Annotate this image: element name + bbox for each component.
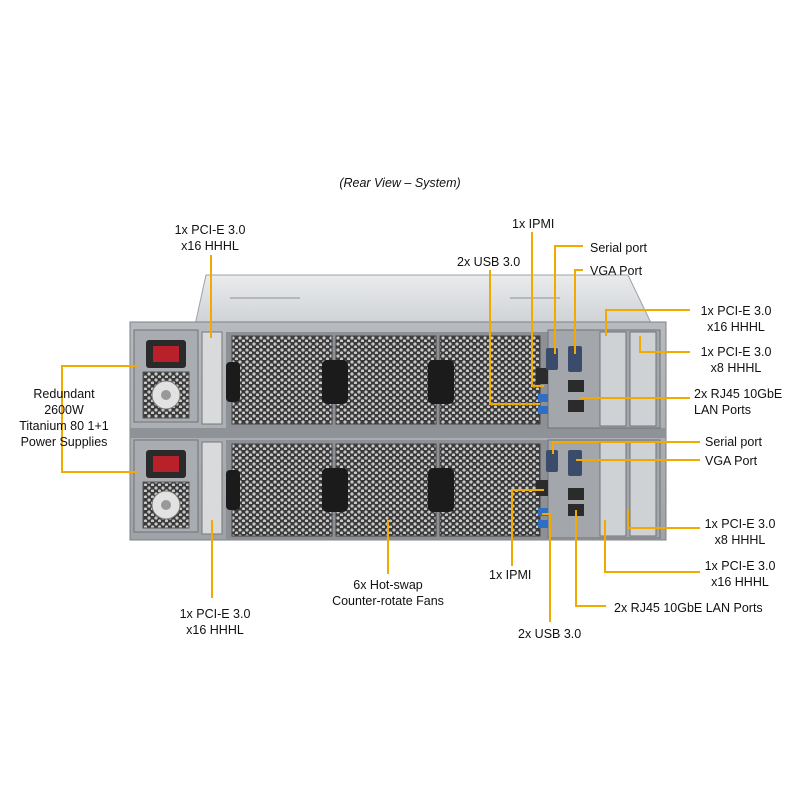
label-pcie-x8-right-top: 1x PCI-E 3.0 x8 HHHL [686,344,786,376]
label-usb-bottom: 2x USB 3.0 [518,627,582,641]
label-pcie-bottom-left: 1x PCI-E 3.0 x16 HHHL [160,606,270,638]
label-ipmi-bottom: 1x IPMI [489,568,532,582]
pcie-slot-left-top [201,331,223,425]
fan-bay-top [226,332,548,428]
label-line: x16 HHHL [186,623,244,637]
callout-pcie-x8-right-top [639,336,690,353]
label-serial-bottom: Serial port [705,435,762,449]
label-lan-bottom: 2x RJ45 10GbE LAN Ports [614,601,763,615]
label-fans: 6x Hot-swap Counter-rotate Fans [318,577,458,609]
callout-serial-top [554,245,583,354]
label-vga-bottom: VGA Port [705,454,758,468]
label-pcie-x16-right-top: 1x PCI-E 3.0 x16 HHHL [686,303,786,335]
diagram-caption: (Rear View – System) [339,176,461,190]
label-lan-top: 2x RJ45 10GbE LAN Ports [694,386,782,418]
io-panel-bottom [536,439,661,539]
label-line: x16 HHHL [707,320,765,334]
callout-pcie-x16-right-top [605,309,690,336]
callout-pcie-x8-right-bottom [627,510,700,529]
power-supply-top [133,329,199,423]
label-line: 1x PCI-E 3.0 [704,559,776,573]
io-panel-top [536,329,661,429]
label-line: 1x PCI-E 3.0 [174,223,246,237]
callout-ipmi-top [531,232,544,387]
label-serial-top: Serial port [590,241,647,255]
power-supply-bottom [133,439,199,533]
label-line: x16 HHHL [181,239,239,253]
label-line: 1x PCI-E 3.0 [700,304,772,318]
label-pcie-x8-right-bottom: 1x PCI-E 3.0 x8 HHHL [690,516,790,548]
label-line: LAN Ports [694,403,751,417]
label-line: Titanium 80 1+1 [19,419,109,433]
callout-pcie-x16-right-bottom [604,520,700,573]
callout-lan-bottom [575,510,606,607]
label-line: 1x PCI-E 3.0 [179,607,251,621]
label-vga-top: VGA Port [590,264,643,278]
label-usb-top: 2x USB 3.0 [457,255,521,269]
label-line: 1x PCI-E 3.0 [704,517,776,531]
label-line: x8 HHHL [710,361,762,375]
callout-psu [61,365,138,473]
label-line: 2x RJ45 10GbE [694,387,783,401]
label-pcie-x16-right-bottom: 1x PCI-E 3.0 x16 HHHL [690,558,790,590]
label-line: Redundant [33,387,95,401]
label-line: Power Supplies [20,435,108,449]
label-line: 2600W [44,403,84,417]
callout-serial-bottom [552,441,700,454]
label-line: x16 HHHL [711,575,769,589]
callout-vga-top [574,269,583,354]
label-pcie-top-left: 1x PCI-E 3.0 x16 HHHL [160,222,260,254]
callout-ipmi-bottom [511,489,544,566]
label-line: 1x PCI-E 3.0 [700,345,772,359]
callout-lines [61,232,700,622]
label-line: 6x Hot-swap [353,578,423,592]
label-psu: Redundant 2600W Titanium 80 1+1 Power Su… [0,386,128,450]
label-line: Counter-rotate Fans [332,594,444,608]
callout-usb-top [489,270,540,405]
label-line: x8 HHHL [714,533,766,547]
callout-usb-bottom [542,513,551,622]
label-ipmi-top: 1x IPMI [512,217,555,231]
